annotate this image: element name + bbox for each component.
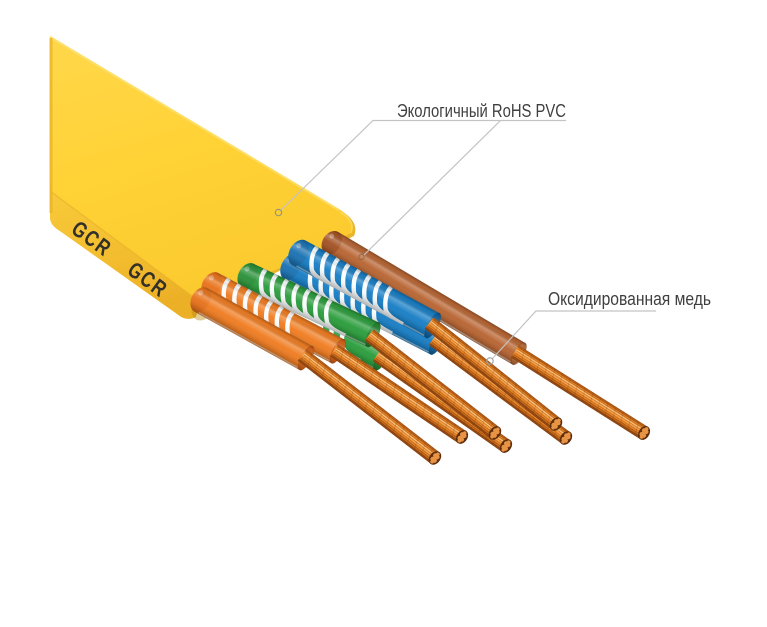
svg-text:Экологичный RoHS PVC: Экологичный RoHS PVC — [397, 101, 566, 121]
svg-text:Оксидированная медь: Оксидированная медь — [548, 289, 711, 309]
